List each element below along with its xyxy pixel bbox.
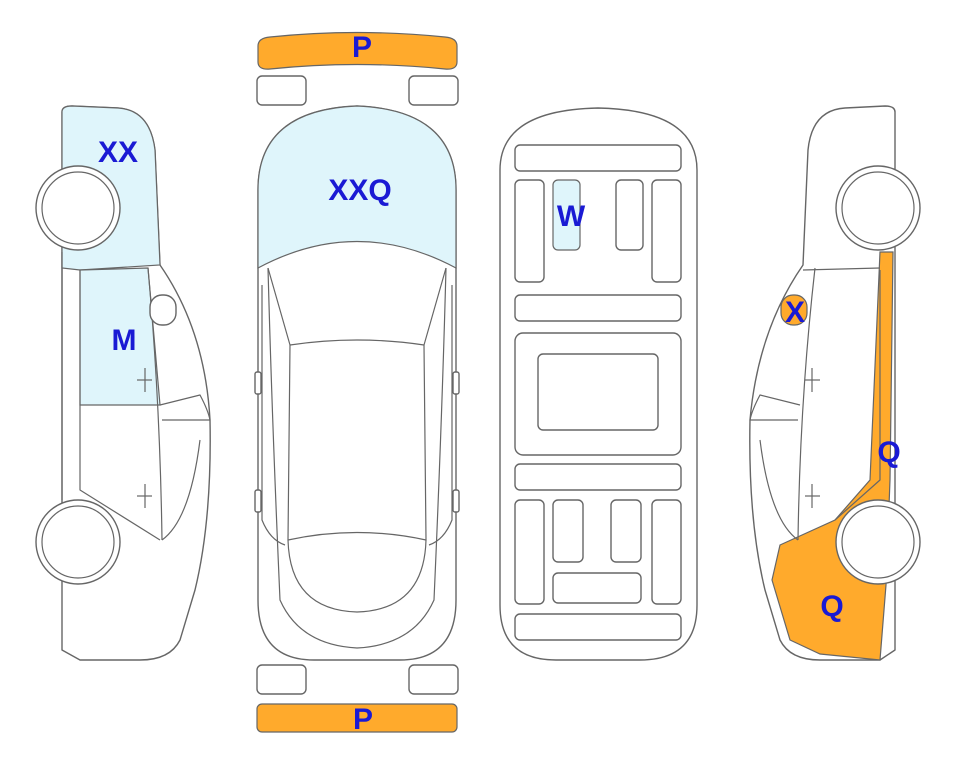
front-bumper-label: P bbox=[352, 31, 372, 64]
right-lower-line bbox=[759, 439, 799, 541]
left-front-handle bbox=[137, 368, 152, 392]
front-right-light bbox=[408, 75, 459, 106]
left-door-label: M bbox=[112, 324, 137, 357]
left-roof-label: XX bbox=[98, 136, 138, 169]
left-side-view: XX M bbox=[35, 105, 211, 661]
underbody-front-right bbox=[651, 179, 682, 283]
underbody-center-plate bbox=[537, 353, 659, 431]
left-rear-wheel-inner bbox=[41, 505, 115, 579]
right-window-line bbox=[749, 394, 801, 421]
top-view: P XXQ P bbox=[254, 31, 460, 736]
rear-left-light bbox=[256, 664, 307, 695]
left-window-line bbox=[159, 394, 211, 421]
top-right-rear-mark bbox=[452, 489, 460, 513]
left-mirror[interactable] bbox=[149, 294, 177, 326]
hood-label: XXQ bbox=[328, 174, 391, 207]
right-mirror-label: X bbox=[785, 296, 805, 329]
cabin-outline bbox=[287, 344, 427, 541]
right-side-view: X Q Q bbox=[749, 105, 921, 661]
right-mirror-panel[interactable] bbox=[780, 294, 808, 326]
right-door-seam bbox=[797, 267, 816, 541]
front-left-light bbox=[256, 75, 307, 106]
left-rear-door-line bbox=[161, 439, 201, 541]
left-inner-line bbox=[261, 285, 286, 546]
underbody-tail-bar bbox=[514, 613, 682, 641]
right-front-wheel-inner bbox=[841, 171, 915, 245]
front-bumper-panel[interactable] bbox=[257, 31, 458, 70]
rear-bumper-label: P bbox=[353, 703, 373, 736]
left-pillar-line bbox=[79, 270, 161, 541]
right-rear-pillar-label: Q bbox=[877, 436, 900, 469]
left-front-wheel[interactable] bbox=[35, 165, 121, 251]
right-body-line bbox=[356, 267, 447, 649]
right-pillar-line bbox=[834, 270, 881, 521]
underbody-rear-center-right bbox=[610, 499, 642, 563]
right-front-wheel[interactable] bbox=[835, 165, 921, 251]
underbody-mid-bar bbox=[514, 294, 682, 322]
windshield-line bbox=[267, 267, 447, 346]
underbody-rear-right bbox=[651, 499, 682, 605]
left-rear-wheel[interactable] bbox=[35, 499, 121, 585]
right-rear-handle bbox=[805, 484, 820, 508]
top-left-mirror bbox=[254, 371, 262, 395]
rear-window-line bbox=[287, 539, 427, 613]
left-rear-handle bbox=[137, 484, 152, 508]
right-window-top bbox=[802, 267, 881, 271]
left-front-wheel-inner bbox=[41, 171, 115, 245]
underbody-rear-center-left bbox=[552, 499, 584, 563]
right-inner-line bbox=[428, 285, 453, 546]
underbody-rear-bar bbox=[514, 463, 682, 491]
right-front-handle bbox=[805, 368, 820, 392]
underbody-front-left bbox=[514, 179, 545, 283]
underbody-label: W bbox=[557, 200, 586, 233]
top-right-mirror bbox=[452, 371, 460, 395]
rear-bumper-panel[interactable] bbox=[256, 703, 458, 733]
left-body-line bbox=[267, 267, 358, 649]
right-rear-quarter-label: Q bbox=[820, 590, 843, 623]
underbody-front-bar bbox=[514, 144, 682, 172]
underbody-view: W bbox=[499, 107, 698, 661]
underbody-front-center-right bbox=[615, 179, 644, 251]
underbody-front-center-panel[interactable] bbox=[552, 179, 581, 251]
hood-panel[interactable] bbox=[257, 105, 457, 270]
underbody-rear-left bbox=[514, 499, 545, 605]
right-rear-wheel[interactable] bbox=[835, 499, 921, 585]
right-rear-wheel-inner bbox=[841, 505, 915, 579]
top-left-rear-mark bbox=[254, 489, 262, 513]
underbody-rear-cross bbox=[552, 572, 642, 604]
rear-right-light bbox=[408, 664, 459, 695]
